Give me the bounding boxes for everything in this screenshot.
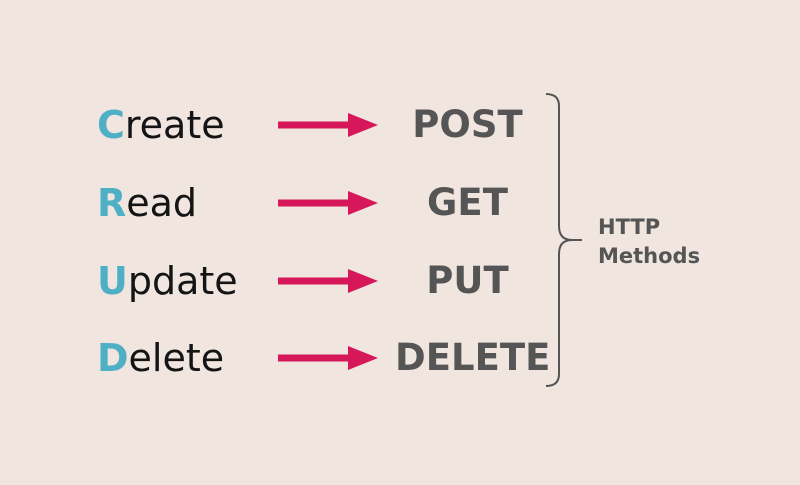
crud-initial: C xyxy=(97,103,125,147)
crud-word-rest: ead xyxy=(126,181,198,225)
http-method-delete: DELETE xyxy=(395,336,551,379)
arrow-right-icon xyxy=(278,191,378,215)
crud-word-create: Create xyxy=(97,100,225,150)
brace-label-line2: Methods xyxy=(598,244,701,268)
crud-word-rest: reate xyxy=(124,103,225,147)
mapping-row-delete: Delete DELETE xyxy=(0,333,800,383)
crud-word-delete: Delete xyxy=(97,333,224,383)
crud-word-rest: pdate xyxy=(127,259,238,303)
right-curly-brace xyxy=(545,93,582,387)
http-method-put: PUT xyxy=(426,259,509,302)
arrow-right-icon xyxy=(278,346,378,370)
mapping-row-update: Update PUT xyxy=(0,256,800,306)
mapping-row-read: Read GET xyxy=(0,178,800,228)
mapping-row-create: Create POST xyxy=(0,100,800,150)
arrow-right-icon xyxy=(278,113,378,137)
crud-initial: U xyxy=(97,259,128,303)
crud-word-read: Read xyxy=(97,178,197,228)
crud-word-rest: elete xyxy=(128,336,225,380)
http-method-post: POST xyxy=(412,103,523,146)
http-method-get: GET xyxy=(427,181,508,224)
crud-initial: D xyxy=(97,336,129,380)
crud-initial: R xyxy=(97,181,127,225)
brace-label-line1: HTTP xyxy=(598,215,661,239)
http-methods-label: HTTP Methods xyxy=(598,213,700,271)
arrow-right-icon xyxy=(278,269,378,293)
crud-word-update: Update xyxy=(97,256,238,306)
